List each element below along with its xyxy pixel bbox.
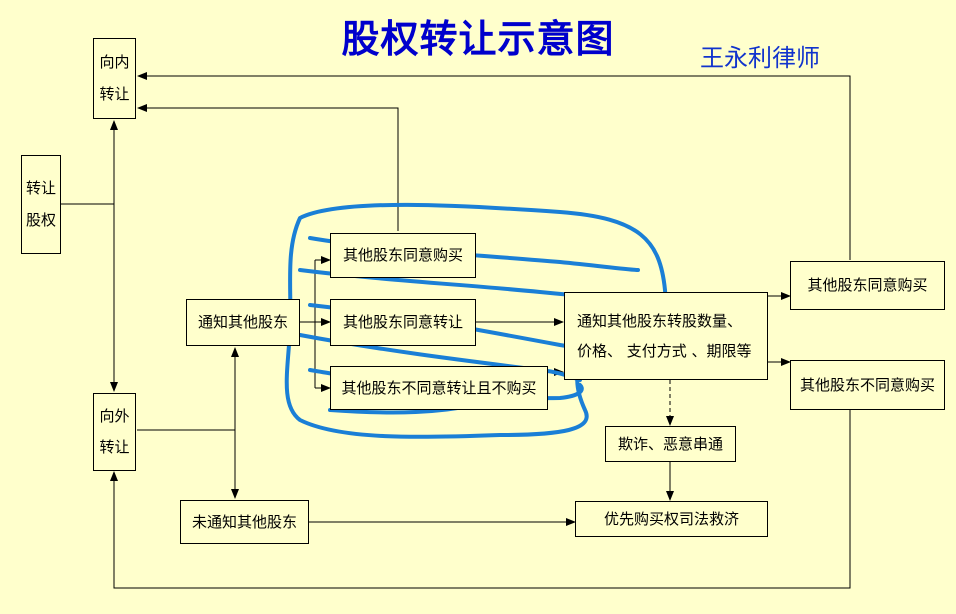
node-external-transfer: 向外 转让	[93, 393, 136, 471]
node-agree-purchase: 其他股东同意购买	[330, 233, 476, 278]
connector-disagree-to-external	[110, 410, 851, 589]
node-preemptive-relief: 优先购买权司法救济	[575, 501, 768, 537]
node-fraud-collusion: 欺诈、恶意串通	[605, 426, 736, 462]
node-right-disagree-purchase: 其他股东不同意购买	[790, 360, 945, 410]
node-transfer-equity: 转让 股权	[21, 155, 61, 254]
node-right-agree-purchase: 其他股东同意购买	[790, 261, 945, 310]
node-notify-terms: 通知其他股东转股数量、 价格、 支付方式 、期限等	[564, 292, 768, 380]
node-agree-transfer: 其他股东同意转让	[330, 299, 476, 346]
author-label: 王永利律师	[700, 44, 820, 72]
connector-agree-to-internal	[137, 104, 399, 231]
diagram-title: 股权转让示意图	[341, 17, 615, 61]
node-not-notify-shareholders: 未通知其他股东	[180, 500, 309, 544]
node-disagree-no-purchase: 其他股东不同意转让且不购买	[330, 366, 548, 410]
node-notify-shareholders: 通知其他股东	[186, 299, 300, 346]
connector-right-agree-to-internal	[137, 72, 851, 260]
node-internal-transfer: 向内 转让	[93, 38, 136, 119]
